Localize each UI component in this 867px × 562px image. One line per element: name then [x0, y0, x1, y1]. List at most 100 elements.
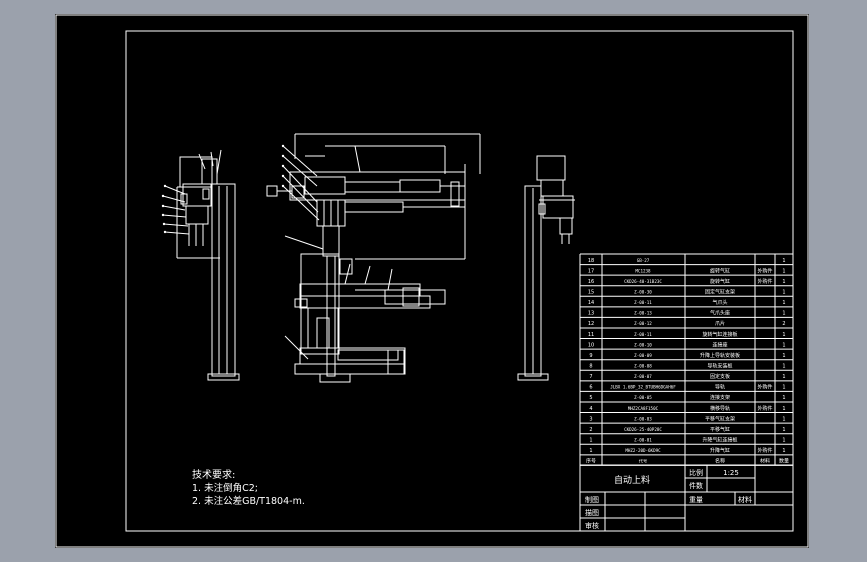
bom-cell: 导轨 [715, 384, 725, 391]
notes-line-1: 1. 未注倒角C2; [192, 482, 258, 494]
bom-cell: 固定气缸支架 [705, 288, 735, 295]
drawing-canvas: 技术要求: 1. 未注倒角C2; 2. 未注公差GB/T1804-m. 18GB… [55, 14, 809, 548]
reviewer-label: 审核 [585, 521, 599, 530]
weight-label: 重量 [689, 496, 703, 504]
bom-cell: 升降气缸 [710, 447, 730, 454]
bom-cell: Z-00-30 [634, 289, 652, 294]
bom-cell: 1 [782, 385, 785, 391]
bom-cell: 旋转气缸 [710, 267, 730, 274]
bom-cell: 9 [589, 353, 592, 359]
scale-label: 比例 [689, 468, 703, 477]
bom-cell: 1 [782, 395, 785, 401]
bom-cell: 16 [588, 279, 594, 285]
bom-cell: 8 [589, 363, 592, 369]
outer-frame [55, 14, 809, 548]
bom-cell: 平移气缸 [710, 426, 730, 433]
bom-header-cell: 代号 [639, 458, 647, 465]
designer-label: 描图 [585, 508, 599, 517]
bom-cell: Z-00-12 [634, 321, 652, 326]
bom-cell: 17 [588, 268, 594, 274]
bom-cell: CKD26-40-31B23C [624, 279, 662, 284]
bom-cell: 外购件 [757, 447, 772, 454]
bom-cell: 12 [588, 321, 594, 327]
bom-cell: 外购件 [757, 278, 772, 285]
bom-cell: Z-00-07 [634, 374, 652, 379]
bom-cell: 1 [782, 342, 785, 348]
bom-cell: Z-00-10 [634, 342, 652, 347]
bom-cell: 气爪头 [712, 299, 727, 306]
bom-cell: 升降上导轨安装板 [700, 352, 740, 359]
bom-cell: MHZ2CA8F150C [628, 406, 659, 411]
bom-cell: 气爪头座 [710, 310, 730, 317]
bom-cell: MHZ2-20D-6KD9C [625, 448, 661, 453]
bom-header-cell: 名称 [715, 458, 725, 465]
bom-cell: 1 [589, 437, 592, 443]
bom-cell: 连接支架 [710, 394, 730, 401]
bom-cell: 1 [782, 332, 785, 338]
bom-cell: 1 [782, 406, 785, 412]
bom-cell: 10 [588, 342, 594, 348]
bom-cell: 外购件 [757, 384, 772, 391]
right-side-view [517, 155, 575, 381]
bom-cell: 1 [782, 289, 785, 295]
bom-cell: Z-00-01 [634, 437, 652, 442]
bom-cell: 1 [589, 448, 592, 454]
bom-cell: 1 [782, 437, 785, 443]
material-label: 材料 [738, 495, 752, 504]
bom-cell: Z-00-05 [634, 395, 652, 400]
count-label: 件数 [689, 481, 703, 490]
bom-cell: 旋转气缸连接板 [702, 331, 737, 338]
bom-header-cell: 序号 [586, 458, 596, 465]
bom-cell: 1 [782, 427, 785, 433]
bom-cell: 横移导轨 [710, 405, 730, 412]
inner-frame [125, 30, 794, 532]
bom-cell: 2 [589, 427, 592, 433]
bom-header-cell: 数量 [779, 458, 789, 465]
bom-cell: 固定支板 [710, 373, 730, 380]
bom-cell: 导轨安装板 [707, 362, 732, 369]
technical-notes: 技术要求: 1. 未注倒角C2; 2. 未注公差GB/T1804-m. [192, 468, 305, 507]
bom-cell: 外购件 [757, 405, 772, 412]
bom-cell: Z-00-09 [634, 353, 652, 358]
bom-cell: 14 [588, 300, 594, 306]
bom-cell: 2 [782, 321, 785, 327]
bom-cell: 7 [589, 374, 592, 380]
bom-cell: CKD26-25-40P28C [624, 427, 662, 432]
bom-cell: 13 [588, 311, 594, 317]
bom-cell: Z-00-11 [634, 332, 652, 337]
bom-cell: 6 [589, 385, 592, 391]
left-side-view [161, 149, 240, 381]
bom-cell: 平移气缸支架 [705, 415, 735, 422]
bom-cell: MC1238 [635, 268, 651, 273]
bom-cell: 18 [588, 258, 594, 264]
bom-cell: Z-00-03 [634, 416, 652, 421]
bom-cell: 3 [589, 416, 592, 422]
bom-cell: 1 [782, 311, 785, 317]
bom-cell: 爪片 [715, 320, 725, 327]
title-block: 自动上料 比例 1:25 件数 重量 材料 制图 描图 审核 [579, 464, 794, 532]
front-view [266, 133, 481, 383]
notes-heading: 技术要求: [192, 468, 235, 481]
bom-cell: 11 [588, 332, 594, 338]
bom-cell: Z-00-11 [634, 300, 652, 305]
drafter-label: 制图 [585, 495, 599, 504]
bom-cell: 1 [782, 258, 785, 264]
bom-cell: 1 [782, 374, 785, 380]
bom-cell: 升降气缸连接板 [702, 436, 737, 443]
notes-line-2: 2. 未注公差GB/T1804-m. [192, 495, 305, 507]
bom-cell: 1 [782, 300, 785, 306]
bom-cell: 1 [782, 268, 785, 274]
scale-value: 1:25 [723, 469, 739, 477]
bom-cell: JLBX 1.6BP_32_BTUBH6DGAH6F [610, 385, 676, 390]
bom-cell: 4 [589, 406, 592, 412]
drawing-title: 自动上料 [614, 474, 650, 486]
bom-cell: 连接座 [712, 341, 727, 348]
bom-cell: 1 [782, 416, 785, 422]
bom-cell: Z-00-13 [634, 311, 652, 316]
bom-cell: Z-00-08 [634, 363, 652, 368]
bom-cell: 5 [589, 395, 592, 401]
bom-cell: 旋转气缸 [710, 278, 730, 285]
